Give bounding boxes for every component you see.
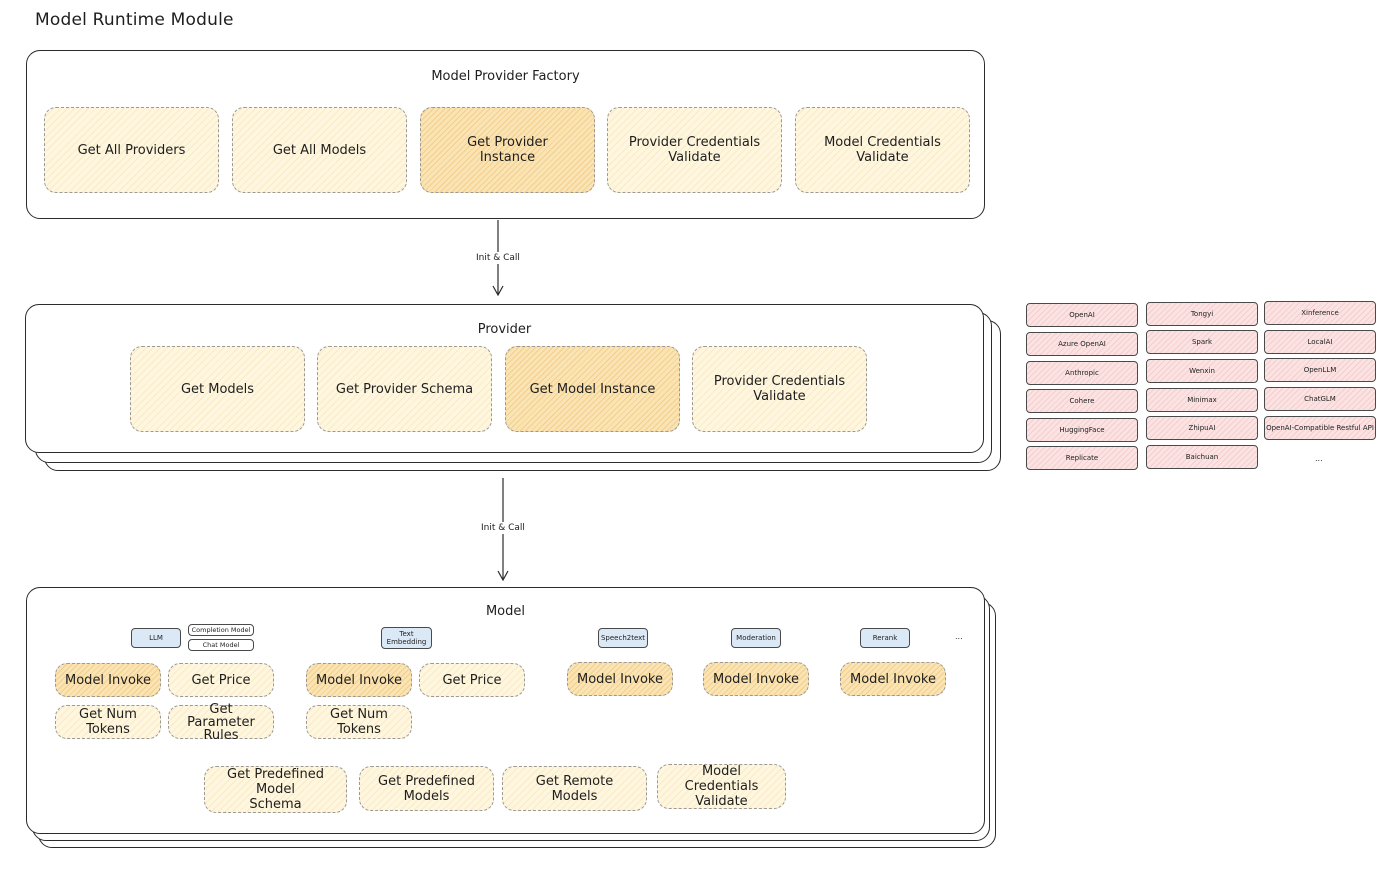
factory-get-provider-instance: Get Provider Instance (420, 107, 595, 193)
llm-get-parameter-rules: Get Parameter Rules (168, 703, 274, 742)
provider-chatglm: ChatGLM (1264, 387, 1376, 411)
llm-get-num-tokens: Get Num Tokens (55, 705, 161, 739)
provider-replicate: Replicate (1026, 446, 1138, 470)
tag-completion-model: Completion Model (188, 624, 254, 636)
factory-provider-credentials-validate: Provider Credentials Validate (607, 107, 782, 193)
rerank-model-invoke: Model Invoke (840, 662, 946, 696)
provider-xinference: Xinference (1264, 301, 1376, 325)
tag-text-embedding: Text Embedding (381, 627, 432, 649)
provider-get-model-instance: Get Model Instance (505, 346, 680, 432)
provider-credentials-validate: Provider Credentials Validate (692, 346, 867, 432)
provider-get-provider-schema: Get Provider Schema (317, 346, 492, 432)
provider-tongyi: Tongyi (1146, 302, 1258, 326)
llm-get-price: Get Price (168, 663, 274, 697)
provider-baichuan: Baichuan (1146, 445, 1258, 469)
tag-speech2text: Speech2text (598, 628, 648, 648)
model-credentials-validate: Model Credentials Validate (657, 764, 786, 809)
provider-zhipuai: ZhipuAI (1146, 416, 1258, 440)
factory-title: Model Provider Factory (431, 69, 580, 84)
page-title: Model Runtime Module (35, 10, 234, 30)
moderation-model-invoke: Model Invoke (703, 662, 809, 696)
provider-huggingface: HuggingFace (1026, 418, 1138, 442)
provider-openllm: OpenLLM (1264, 358, 1376, 382)
provider-title: Provider (477, 322, 532, 337)
embedding-model-invoke: Model Invoke (306, 663, 412, 697)
tag-chat-model: Chat Model (188, 639, 254, 651)
provider-openai: OpenAI (1026, 303, 1138, 327)
model-title: Model (485, 604, 526, 619)
llm-model-invoke: Model Invoke (55, 663, 161, 697)
provider-get-models: Get Models (130, 346, 305, 432)
model-get-predefined-model-schema: Get Predefined Model Schema (204, 766, 347, 813)
embedding-get-price: Get Price (419, 663, 525, 697)
model-types-more: ... (955, 632, 963, 641)
tag-moderation: Moderation (731, 628, 781, 648)
tag-rerank: Rerank (860, 628, 910, 648)
provider-cohere: Cohere (1026, 389, 1138, 413)
arrow2-label: Init & Call (479, 522, 527, 534)
speech-model-invoke: Model Invoke (567, 662, 673, 696)
arrow1-label: Init & Call (474, 252, 522, 264)
provider-minimax: Minimax (1146, 388, 1258, 412)
provider-openai-compatible: OpenAI-Compatible Restful API (1264, 416, 1376, 440)
provider-wenxin: Wenxin (1146, 359, 1258, 383)
factory-get-all-models: Get All Models (232, 107, 407, 193)
provider-spark: Spark (1146, 330, 1258, 354)
embedding-get-num-tokens: Get Num Tokens (306, 705, 412, 739)
providers-more: ... (1315, 454, 1323, 463)
provider-anthropic: Anthropic (1026, 361, 1138, 385)
provider-azure-openai: Azure OpenAI (1026, 332, 1138, 356)
provider-localai: LocalAI (1264, 330, 1376, 354)
factory-model-credentials-validate: Model Credentials Validate (795, 107, 970, 193)
factory-get-all-providers: Get All Providers (44, 107, 219, 193)
tag-llm: LLM (131, 628, 181, 648)
model-get-remote-models: Get Remote Models (502, 766, 647, 811)
model-get-predefined-models: Get Predefined Models (359, 766, 494, 811)
